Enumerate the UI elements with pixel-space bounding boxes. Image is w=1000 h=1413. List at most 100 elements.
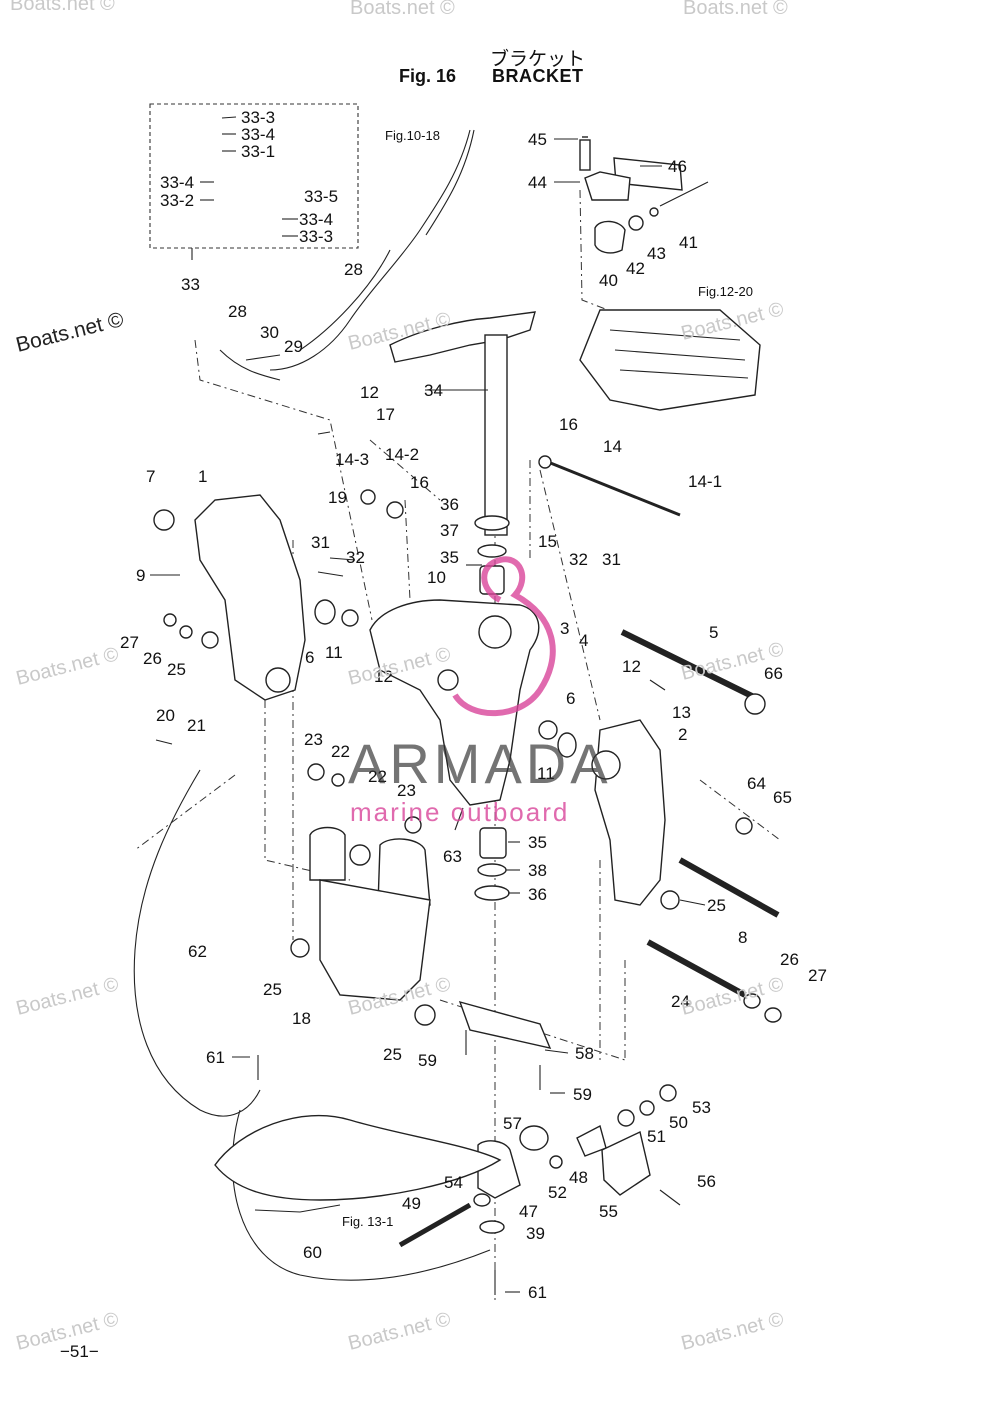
part-label: 4 (579, 631, 588, 650)
part-label: 18 (292, 1009, 311, 1028)
part-label: 26 (143, 649, 162, 668)
part-label: 22 (368, 767, 387, 786)
part-label: 32 (346, 548, 365, 567)
part-33-kit-box (149, 103, 359, 249)
part-label: 12 (374, 667, 393, 686)
part-label: 50 (669, 1113, 688, 1132)
mount-assembly-top (579, 139, 709, 254)
part-label: 55 (599, 1202, 618, 1221)
wiring-harness (133, 129, 491, 1281)
part-label: 14-2 (385, 445, 419, 464)
upper-casing-ref (579, 309, 761, 411)
clamp-bracket-left-1 (194, 494, 306, 701)
part-label: 32 (569, 550, 588, 569)
part-label: 33-4 (160, 173, 194, 192)
part-label: 23 (397, 781, 416, 800)
part-label: 63 (443, 847, 462, 866)
bushing-7 (153, 509, 175, 531)
part-label: 7 (146, 467, 155, 486)
part-label: 26 (780, 950, 799, 969)
part-label: 29 (284, 337, 303, 356)
part-label: 45 (528, 130, 547, 149)
part-label: 27 (120, 633, 139, 652)
part-label: 11 (325, 643, 343, 662)
part-label: 30 (260, 323, 279, 342)
armada-logo-mark (452, 556, 556, 717)
watermark: Boats.net © (14, 308, 127, 357)
part-label: 27 (808, 966, 827, 985)
part-label: 42 (626, 259, 645, 278)
part-label: 31 (602, 550, 621, 569)
fig-ref: Fig.10-18 (385, 128, 440, 143)
part-label: 24 (671, 992, 690, 1011)
part-label: 33-1 (241, 142, 275, 161)
part-label: 61 (528, 1283, 547, 1302)
page-title: BRACKET (492, 66, 584, 86)
steering-arm-34 (389, 311, 536, 536)
part-label: 25 (707, 896, 726, 915)
part-label: 33-3 (299, 227, 333, 246)
part-label: 47 (519, 1202, 538, 1221)
part-label: 19 (328, 488, 347, 507)
watermark: Boats.net © (683, 0, 788, 19)
watermark: Boats.net © (679, 1308, 786, 1355)
part-label: 35 (440, 548, 459, 567)
part-label: 65 (773, 788, 792, 807)
part-label: 25 (263, 980, 282, 999)
part-label: 59 (573, 1085, 592, 1104)
part-label: 33 (181, 275, 200, 294)
part-label: 33-3 (241, 108, 275, 127)
leader-lines (150, 116, 706, 1293)
part-label: 14-1 (688, 472, 722, 491)
lower-casing-ref (214, 1114, 502, 1213)
part-label: 36 (528, 885, 547, 904)
figure-number: Fig. 16 (399, 66, 457, 86)
part-label: 14 (603, 437, 622, 456)
part-label: 17 (376, 405, 395, 424)
part-label: 28 (228, 302, 247, 321)
part-label: 37 (440, 521, 459, 540)
watermark: Boats.net © (350, 0, 455, 19)
fig-ref: Fig. 13-1 (342, 1214, 393, 1229)
part-label: 3 (560, 619, 569, 638)
part-label: 40 (599, 271, 618, 290)
figure-references: Fig.10-18 Fig.12-20 Fig. 13-1 (342, 128, 753, 1229)
part-label: 6 (566, 689, 575, 708)
part-label: 23 (304, 730, 323, 749)
part-label: 16 (410, 473, 429, 492)
part-label: 51 (647, 1127, 666, 1146)
part-label: 58 (575, 1044, 594, 1063)
part-label: 31 (311, 533, 330, 552)
part-label: 46 (668, 157, 687, 176)
part-label: 25 (167, 660, 186, 679)
part-label: 1 (198, 467, 207, 486)
part-label: 10 (427, 568, 446, 587)
part-label: 6 (305, 648, 314, 667)
part-label: 12 (360, 383, 379, 402)
part-label: 52 (548, 1183, 567, 1202)
part-label: 66 (764, 664, 783, 683)
shafts (398, 460, 780, 1248)
part-label: 2 (678, 725, 687, 744)
part-label: 9 (136, 566, 145, 585)
part-label: 14-3 (335, 450, 369, 469)
part-label: 12 (622, 657, 641, 676)
part-label: 33-4 (299, 210, 333, 229)
part-label: 48 (569, 1168, 588, 1187)
part-label: 56 (697, 1172, 716, 1191)
part-label: 33-5 (304, 187, 338, 206)
part-label: 13 (672, 703, 691, 722)
part-label: 21 (187, 716, 206, 735)
part-label: 54 (444, 1173, 463, 1192)
part-label: 57 (503, 1114, 522, 1133)
part-label: 15 (538, 532, 557, 551)
armada-logo: ARMADA marine outboard (348, 556, 608, 827)
part-label: 22 (331, 742, 350, 761)
watermark: Boats.net © (14, 643, 121, 690)
part-label: 59 (418, 1051, 437, 1070)
part-label: 11 (537, 764, 555, 783)
swivel-bracket-10 (369, 599, 540, 806)
part-label: 33-4 (241, 125, 275, 144)
part-label: 5 (709, 623, 718, 642)
